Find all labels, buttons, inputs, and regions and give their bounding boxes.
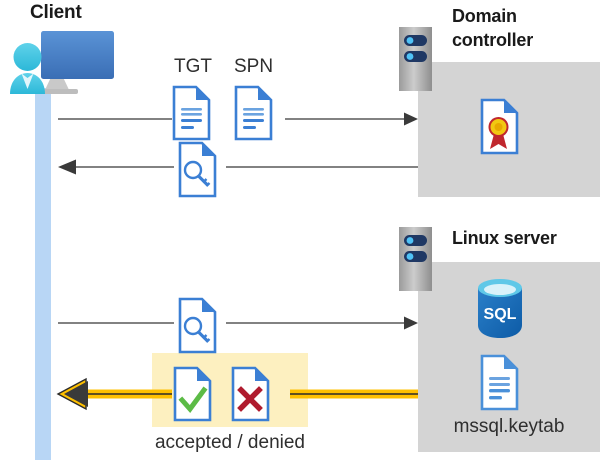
arrow-client-to-linux xyxy=(58,316,418,330)
domain-controller-title-line2: controller xyxy=(452,30,534,50)
arrow-linux-to-client xyxy=(56,377,418,411)
sql-database-icon: SQL xyxy=(478,279,522,338)
user-computer-icon xyxy=(10,31,114,94)
certificate-document-icon xyxy=(480,98,519,155)
domain-controller-title-line1: Domain xyxy=(452,6,517,26)
key-document-icon-ticket xyxy=(178,141,217,198)
client-lifeline xyxy=(35,88,51,460)
keytab-document-icon xyxy=(480,354,519,411)
linux-server-title: Linux server xyxy=(452,228,557,248)
server-rack-icon-dc xyxy=(399,27,432,91)
accepted-denied-label: accepted / denied xyxy=(154,432,305,453)
arrow-dc-to-client xyxy=(58,159,418,175)
domain-controller-title: Domain controller xyxy=(452,4,533,52)
accepted-document-icon xyxy=(173,366,212,422)
sql-database-label: SQL xyxy=(484,306,517,323)
keytab-filename-label: mssql.keytab xyxy=(453,416,565,437)
tgt-document-icon xyxy=(172,85,211,141)
tgt-label: TGT xyxy=(174,56,212,77)
client-title: Client xyxy=(30,2,82,23)
spn-document-icon xyxy=(234,85,273,141)
denied-document-icon xyxy=(231,366,270,422)
server-rack-icon-linux xyxy=(399,227,432,291)
spn-label: SPN xyxy=(234,56,274,77)
arrow-client-to-dc xyxy=(58,112,418,126)
key-document-icon-request xyxy=(178,297,217,354)
